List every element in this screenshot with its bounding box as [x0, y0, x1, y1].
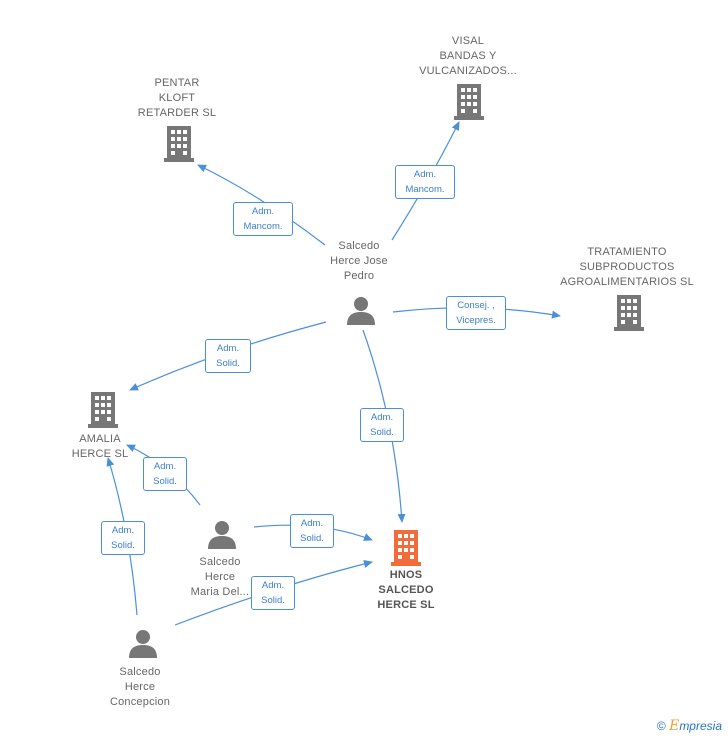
edge-label-line1: Adm. — [370, 412, 394, 423]
edge-label-line2: Mancom. — [243, 221, 283, 232]
label-line: Salcedo — [119, 666, 161, 678]
company-label-visal[interactable]: VISAL BANDAS Y VULCANIZADOS... — [408, 34, 528, 79]
label-line: SUBPRODUCTOS — [579, 261, 675, 273]
edge-label[interactable]: Adm. Mancom. — [233, 202, 293, 236]
person-icon[interactable] — [207, 520, 237, 550]
label-line: Herce — [124, 681, 156, 693]
person-label-jose-pedro[interactable]: Salcedo Herce Jose Pedro — [309, 239, 409, 284]
label-line: AGROALIMENTARIOS SL — [560, 276, 694, 288]
label-line: Pedro — [343, 270, 375, 282]
label-line: BANDAS Y — [439, 50, 497, 62]
label-line: PENTAR — [154, 77, 200, 89]
person-label-maria[interactable]: Salcedo Herce Maria Del... — [170, 555, 270, 600]
label-line: AMALIA — [79, 433, 121, 445]
edge-label-line1: Adm. — [216, 343, 240, 354]
building-icon[interactable] — [88, 392, 118, 428]
edge-label-line2: Solid. — [153, 476, 177, 487]
edge-label-line2: Mancom. — [405, 184, 445, 195]
edge-label-line2: Solid. — [216, 358, 240, 369]
person-icon[interactable] — [128, 629, 158, 659]
company-label-pentar[interactable]: PENTAR KLOFT RETARDER SL — [117, 76, 237, 121]
copyright-symbol: © — [656, 719, 666, 733]
edge-label[interactable]: Adm. Solid. — [101, 521, 145, 555]
label-line: HNOS — [389, 569, 423, 581]
label-line: Herce — [204, 571, 236, 583]
edge-label-line2: Solid. — [370, 427, 394, 438]
label-line: SALCEDO — [378, 584, 434, 596]
label-line: KLOFT — [158, 92, 196, 104]
building-icon[interactable] — [390, 530, 422, 566]
label-line: RETARDER SL — [137, 107, 217, 119]
company-label-amalia[interactable]: AMALIA HERCE SL — [50, 432, 150, 462]
label-line: Maria Del... — [190, 586, 250, 598]
label-line: HERCE SL — [71, 448, 129, 460]
label-line: Herce Jose — [330, 255, 388, 267]
edge-label[interactable]: Adm. Solid. — [251, 576, 295, 610]
brand-footer: © Empresia — [657, 718, 722, 734]
edge-label-line2: Vicepres. — [456, 315, 496, 326]
person-label-concepcion[interactable]: Salcedo Herce Concepcion — [90, 665, 190, 710]
label-line: TRATAMIENTO — [587, 246, 667, 258]
person-icon[interactable] — [346, 296, 376, 326]
company-label-hnos[interactable]: HNOS SALCEDO HERCE SL — [354, 568, 458, 613]
edge-label[interactable]: Adm. Mancom. — [395, 165, 455, 199]
edge-label[interactable]: Adm. Solid. — [360, 408, 404, 442]
brand-logo-letter: E — [669, 718, 680, 734]
label-line: VISAL — [451, 35, 485, 47]
brand-logo-text: mpresia — [679, 719, 722, 733]
building-icon[interactable] — [454, 84, 484, 120]
label-line: VULCANIZADOS... — [419, 65, 517, 77]
edge-label[interactable]: Consej. , Vicepres. — [446, 296, 506, 330]
edge-label-line2: Solid. — [300, 533, 324, 544]
building-icon[interactable] — [164, 126, 194, 162]
label-line: Salcedo — [199, 556, 241, 568]
edge-label-line1: Adm. — [261, 580, 285, 591]
edge-label-line1: Adm. — [251, 206, 275, 217]
label-line: Salcedo — [338, 240, 380, 252]
edge-label-line1: Consej. , — [457, 300, 495, 311]
building-icon[interactable] — [614, 295, 644, 331]
company-label-tratamiento[interactable]: TRATAMIENTO SUBPRODUCTOS AGROALIMENTARIO… — [552, 245, 702, 290]
edge-jose-pentar — [197, 164, 326, 246]
edge-label-line2: Solid. — [261, 595, 285, 606]
edge-label[interactable]: Adm. Solid. — [290, 514, 334, 548]
edge-label[interactable]: Adm. Solid. — [143, 457, 187, 491]
edge-label-line1: Adm. — [413, 169, 437, 180]
edge-label-line1: Adm. — [153, 461, 177, 472]
edge-label-line1: Adm. — [111, 525, 135, 536]
edge-label[interactable]: Adm. Solid. — [205, 339, 251, 373]
label-line: Concepcion — [109, 696, 171, 708]
edge-label-line2: Solid. — [111, 540, 135, 551]
edge-label-line1: Adm. — [300, 518, 324, 529]
label-line: HERCE SL — [377, 599, 435, 611]
